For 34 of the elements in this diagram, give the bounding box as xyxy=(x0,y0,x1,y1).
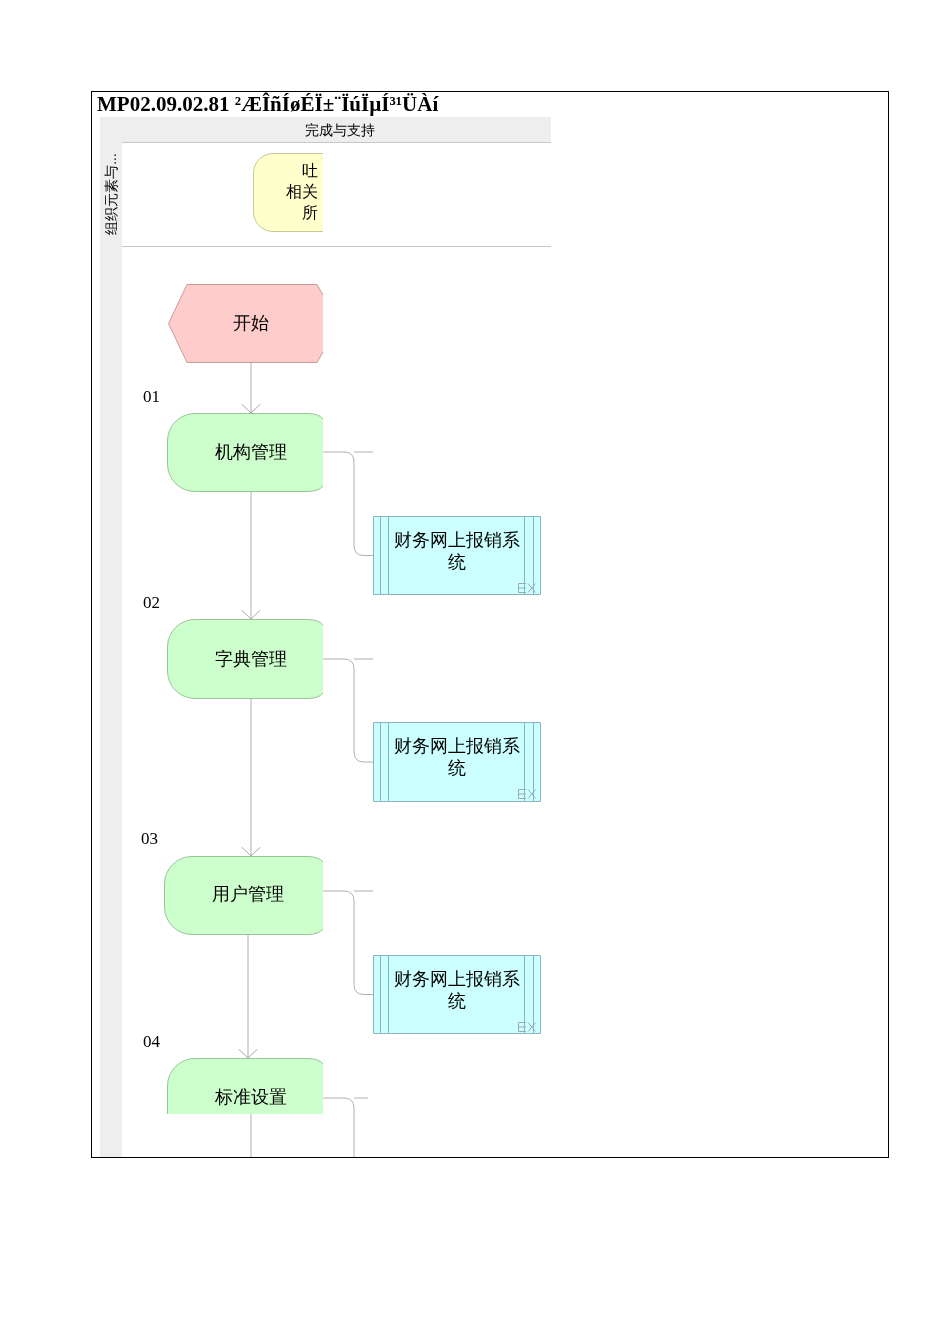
rounded-box xyxy=(253,153,323,232)
box-label: 所 xyxy=(302,203,318,223)
box-label: 财务网上报销系统 xyxy=(393,735,521,779)
system-box xyxy=(373,516,541,595)
box-label: 字典管理 xyxy=(215,648,287,670)
arrow xyxy=(241,362,261,414)
arrow xyxy=(238,934,258,1059)
box-label: 财务网上报销系统 xyxy=(393,529,521,573)
box-label: 吐 xyxy=(302,161,318,181)
step-number: 01 xyxy=(143,387,160,407)
arrow xyxy=(241,698,261,857)
box-label: 相关 xyxy=(286,182,318,202)
step-number: 02 xyxy=(143,593,160,613)
lane-header xyxy=(100,117,551,142)
lane-title: 完成与支持 xyxy=(305,121,375,139)
step-number: 03 xyxy=(141,829,158,849)
connector-line xyxy=(322,658,374,763)
connector-line xyxy=(322,451,374,556)
box-label: 开始 xyxy=(233,312,269,334)
box-label: 标准设置 xyxy=(215,1086,287,1108)
system-box xyxy=(373,722,541,802)
diagram-title: MP02.09.02.81 ²ÆÎñÍøÉÏ±¨ÏúÏµÍ³¹ÜÀí xyxy=(97,92,439,117)
system-box xyxy=(373,955,541,1034)
box-label: 机构管理 xyxy=(215,441,287,463)
lane-header xyxy=(100,142,122,1157)
arrow xyxy=(241,491,261,620)
connector-line xyxy=(322,1097,369,1158)
connector-line xyxy=(322,890,374,995)
step-number: 04 xyxy=(143,1032,160,1052)
box-label: 财务网上报销系统 xyxy=(393,968,521,1012)
box-label: 用户管理 xyxy=(212,883,284,905)
lane-title: 组织元素与... xyxy=(102,153,120,235)
start-hexagon xyxy=(168,284,323,363)
connector-line xyxy=(250,1113,252,1158)
